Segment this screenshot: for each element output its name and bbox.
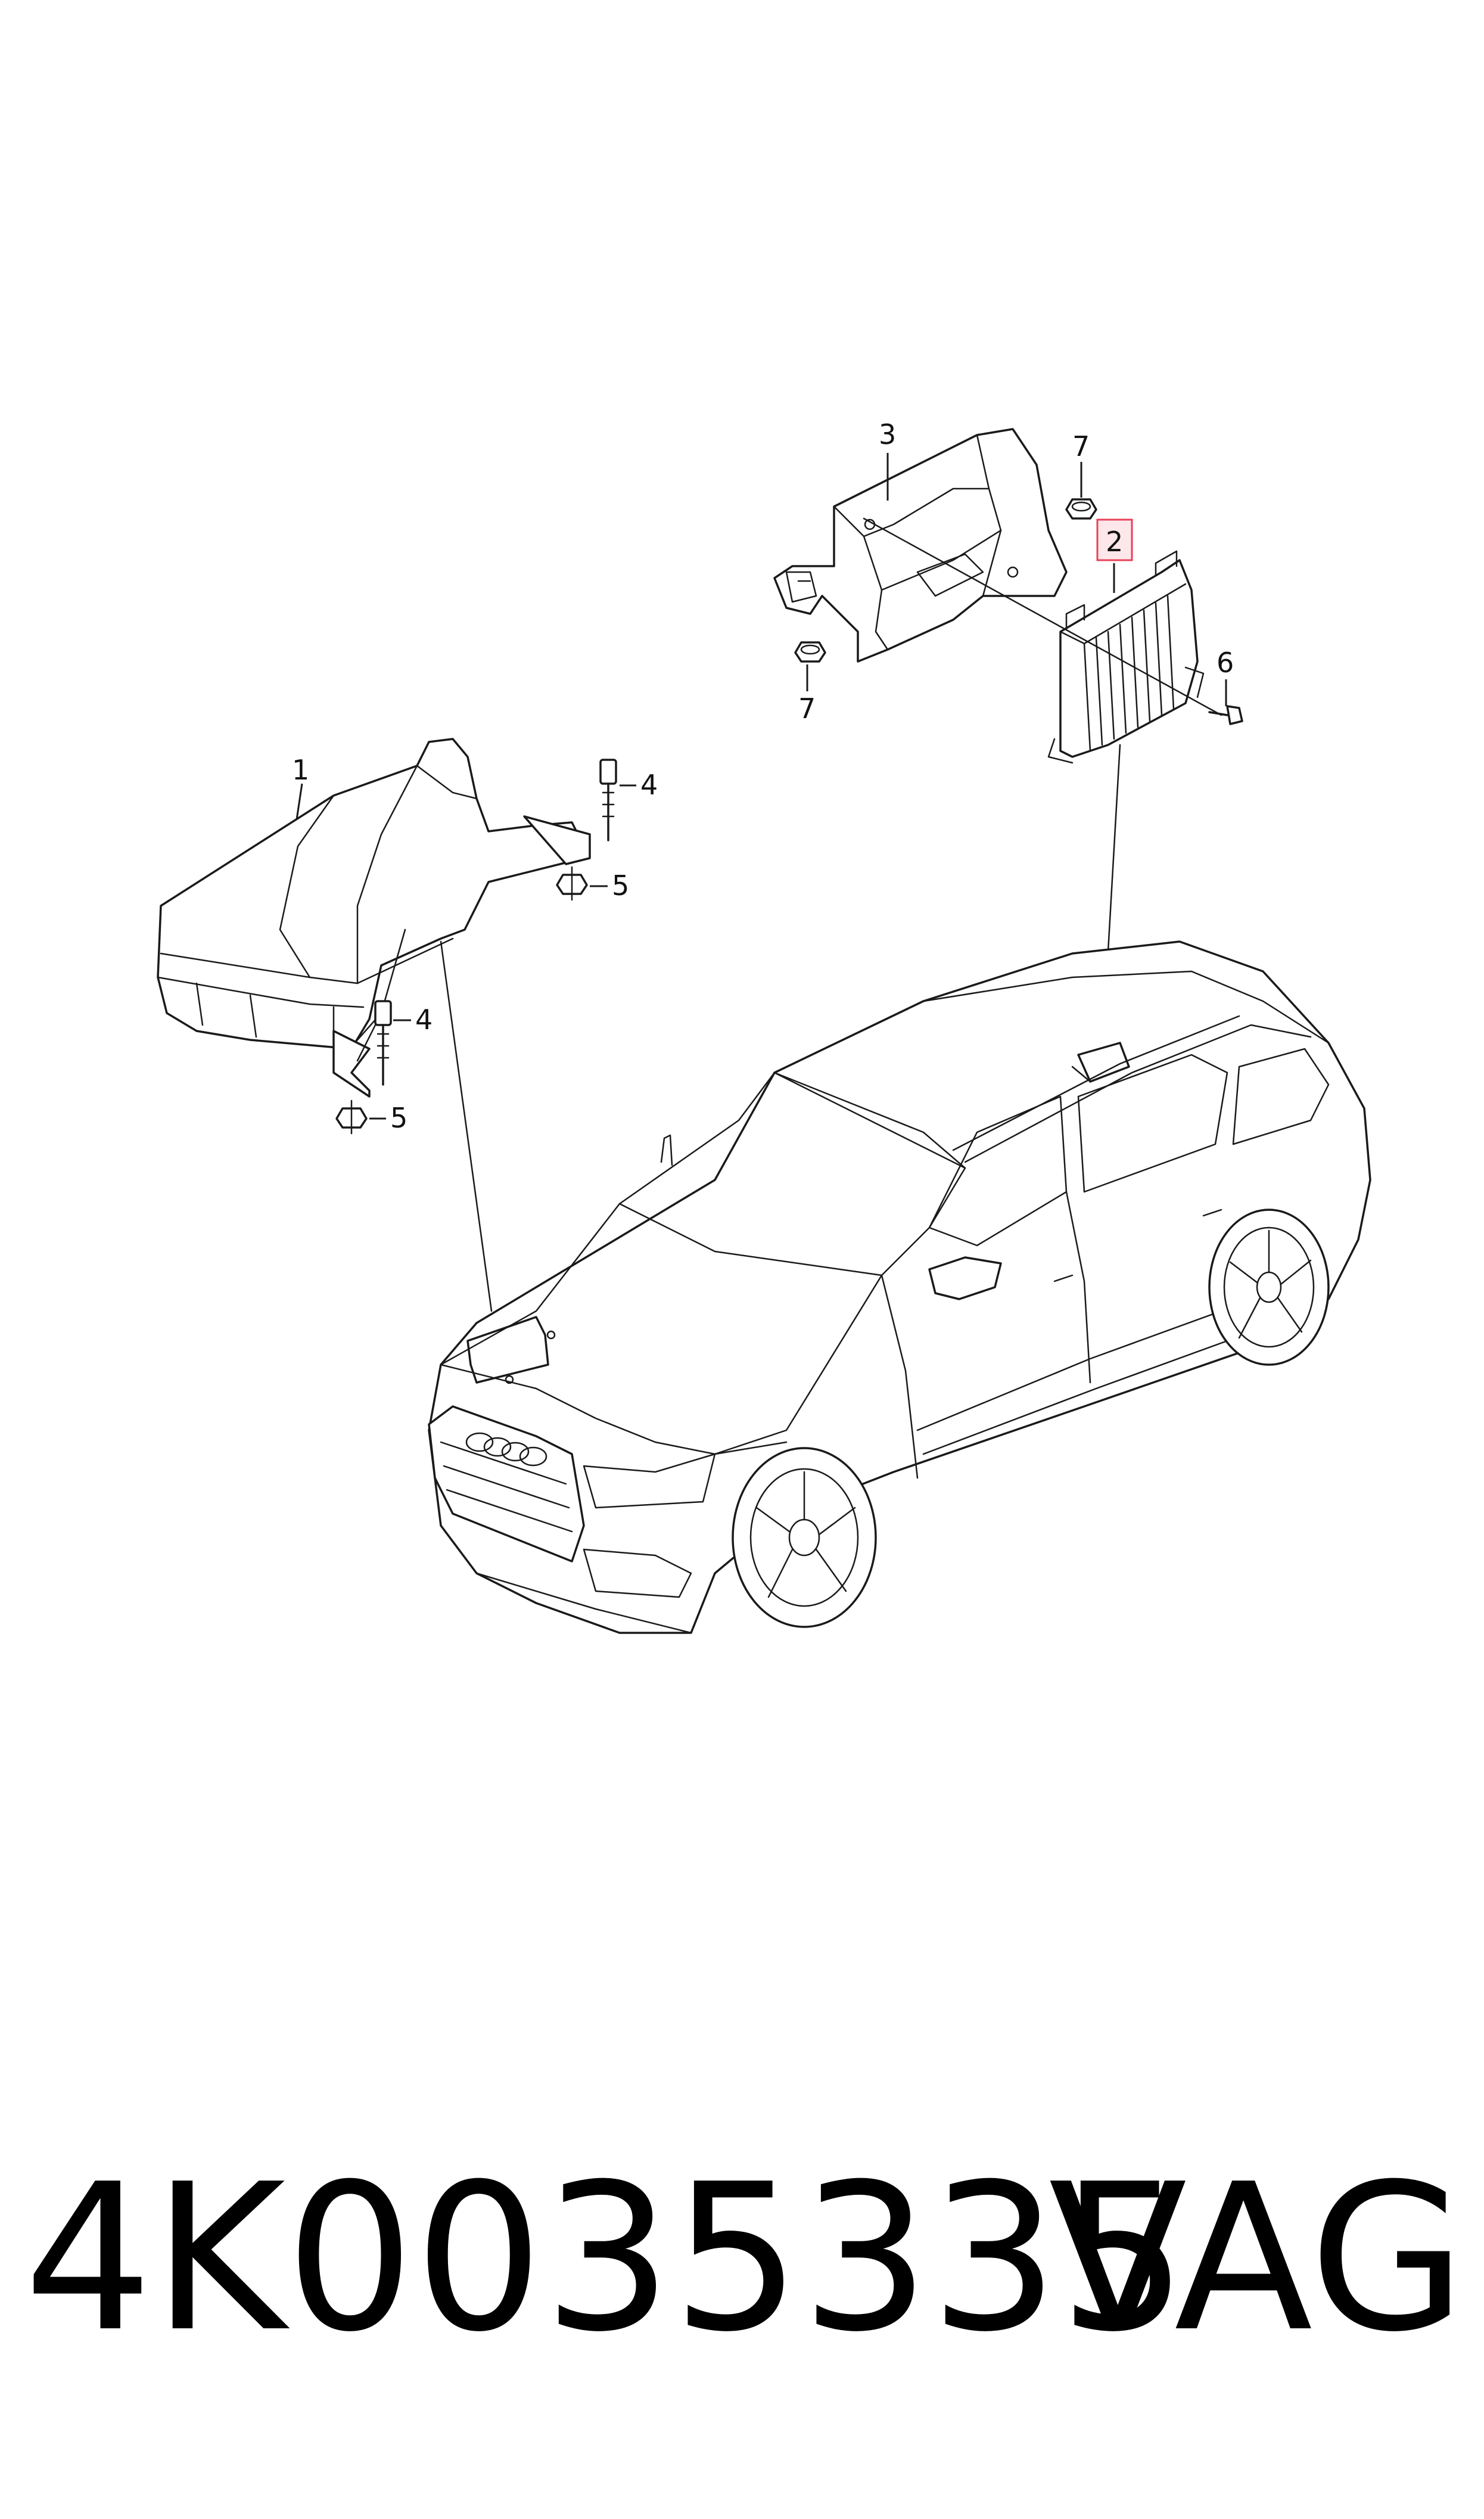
nut-upper xyxy=(556,866,588,901)
callout-3: 3 xyxy=(879,418,896,451)
assembly-axis-part3 xyxy=(863,517,1222,716)
callout-5-upper: 5 xyxy=(612,869,629,902)
stud-bolt-upper xyxy=(599,759,617,841)
callout-2: 2 xyxy=(1106,526,1123,558)
callout-2-highlight xyxy=(1096,518,1133,561)
brand-label: VAG xyxy=(1049,2141,1466,2377)
front-wheel xyxy=(732,1447,877,1628)
assembly-axis-part1 xyxy=(440,940,493,1312)
vehicle-outline xyxy=(428,940,1371,1634)
nut-part3-top xyxy=(1065,498,1097,520)
part-number: 4K0035335 xyxy=(24,2141,1188,2377)
part-1-speaker-box xyxy=(157,738,591,1098)
brand-rings-logo xyxy=(465,1432,547,1467)
callout-7-top: 7 xyxy=(1072,430,1090,462)
callout-4-upper: 4 xyxy=(640,769,658,801)
callout-7-bottom: 7 xyxy=(798,692,816,725)
location-marker-roof xyxy=(1071,1042,1130,1083)
location-marker-front xyxy=(466,1316,556,1384)
callout-6: 6 xyxy=(1217,647,1234,679)
nut-lower xyxy=(335,1099,368,1135)
callout-5-lower: 5 xyxy=(390,1102,407,1134)
part-2-control-unit xyxy=(1047,550,1205,764)
callout-4-lower: 4 xyxy=(415,1004,433,1036)
nut-part3-bottom xyxy=(794,641,826,663)
callout-1: 1 xyxy=(292,754,309,786)
part-3-bracket xyxy=(773,428,1068,663)
leader-1 xyxy=(295,783,303,820)
stud-bolt-lower xyxy=(374,1000,392,1086)
footer: 4K0035335 VAG xyxy=(0,2157,1484,2443)
bolt-part6 xyxy=(1208,705,1243,725)
rear-wheel xyxy=(1208,1209,1330,1366)
